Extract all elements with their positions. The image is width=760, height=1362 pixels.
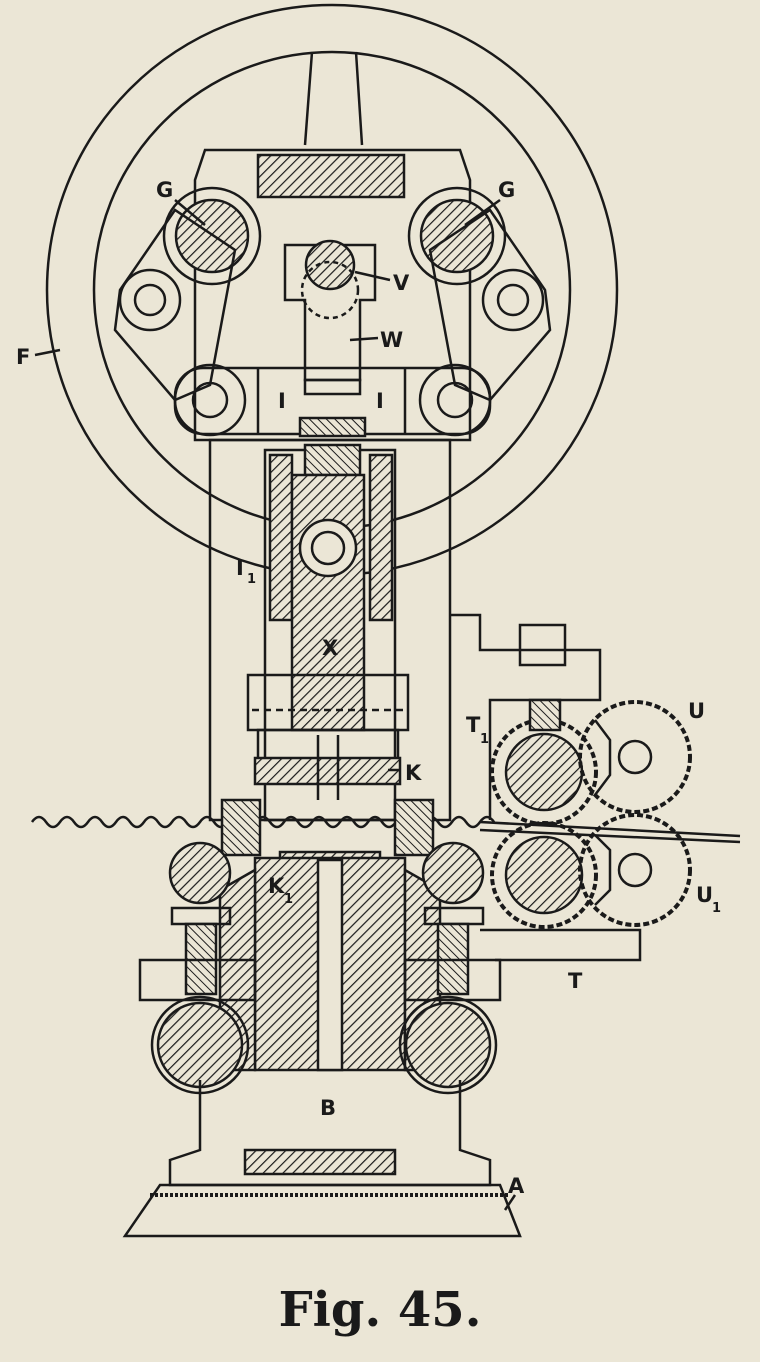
label-g-right: G [498,178,515,202]
shaft-g-right [407,186,507,286]
label-t1: T [466,713,481,737]
gear-u1 [578,813,692,927]
label-i1: I [236,556,244,580]
label-u: U [688,699,705,723]
column [208,438,452,822]
label-f: F [16,345,30,369]
link-left [113,208,247,437]
label-v: V [393,271,410,295]
gear-t1 [490,698,598,826]
label-g-left: G [156,178,173,202]
link-right [418,208,552,437]
screw-left [138,841,257,1095]
label-u1-sub: 1 [712,901,721,916]
label-i1-sub: 1 [247,572,256,587]
die-k [253,728,402,800]
gear-u [578,700,692,814]
plunger-x [246,473,410,732]
connector-w [283,239,377,438]
label-k1: K [268,874,285,898]
label-b: B [320,1096,336,1120]
label-x: X [322,636,338,660]
label-k: K [405,761,422,785]
screw-right [398,841,502,1095]
label-t1-sub: 1 [480,732,489,747]
base-a [122,1080,522,1238]
label-k1-sub: 1 [284,892,293,907]
label-a: A [508,1174,525,1198]
label-i-left: I [278,389,286,413]
label-t: T [568,969,583,993]
label-w: W [380,328,403,352]
upper-head [193,148,472,442]
gear-housing [450,613,642,962]
label-u1: U [696,883,713,907]
figure-caption: Fig. 45. [278,1282,482,1338]
label-i-right: I [376,389,384,413]
machine-drawing: G G V W F I I I 1 X T 1 U K K 1 U 1 T B … [16,3,741,1238]
gear-t [490,821,598,929]
